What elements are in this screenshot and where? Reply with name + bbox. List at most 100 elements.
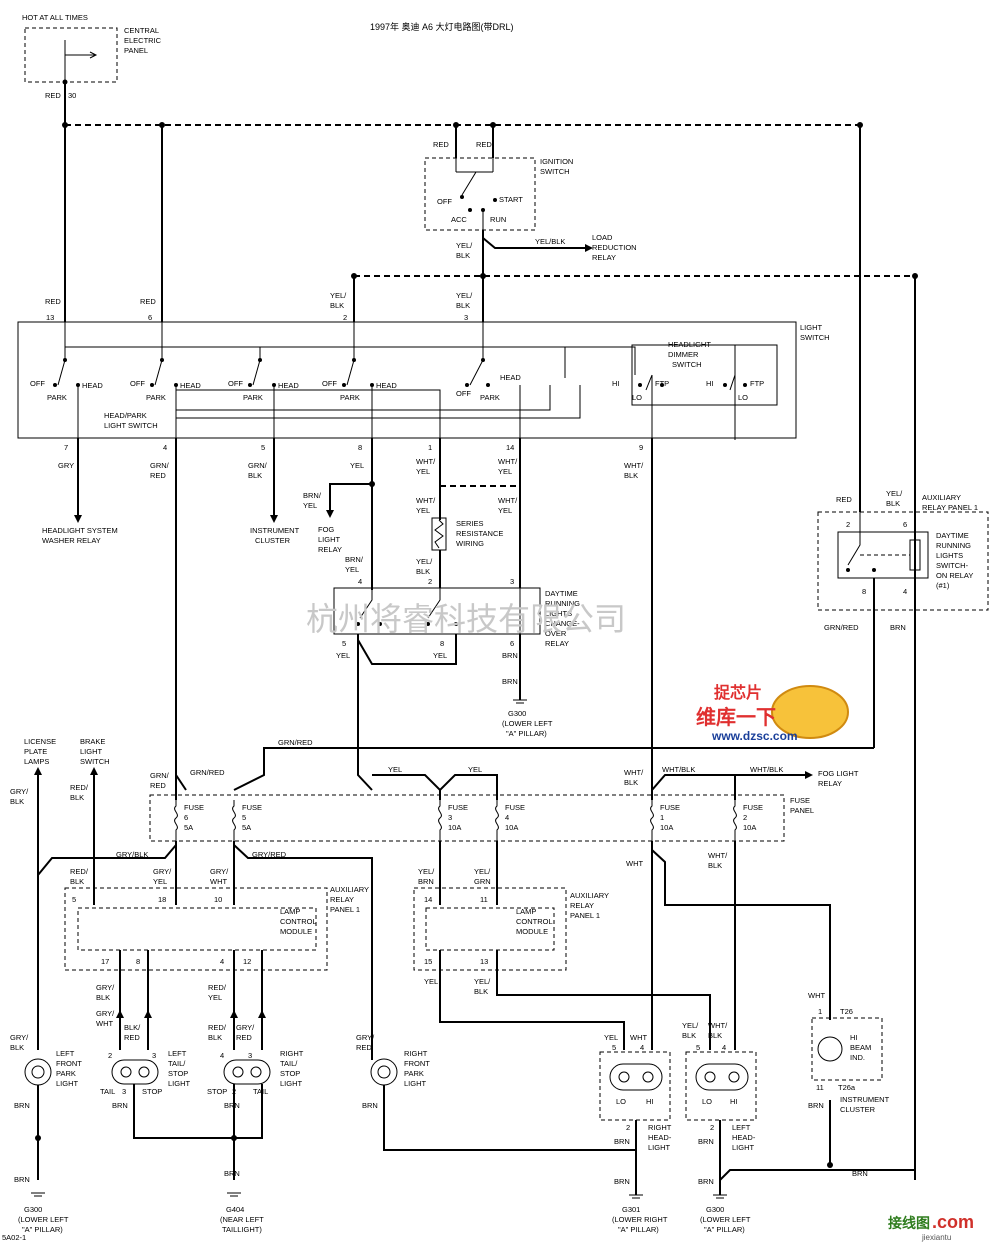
svg-text:WHT: WHT bbox=[808, 991, 825, 1000]
brake-switch-label: BRAKE LIGHT SWITCH bbox=[80, 737, 110, 766]
svg-text:2: 2 bbox=[343, 313, 347, 322]
svg-text:YEL: YEL bbox=[303, 501, 317, 510]
central-panel-label: CENTRAL ELECTRIC PANEL bbox=[124, 26, 162, 55]
svg-text:LIGHT SWITCH: LIGHT SWITCH bbox=[104, 421, 158, 430]
svg-text:4: 4 bbox=[903, 587, 907, 596]
svg-text:YEL: YEL bbox=[468, 765, 482, 774]
svg-text:SWITCH: SWITCH bbox=[80, 757, 110, 766]
svg-text:GRY/: GRY/ bbox=[96, 983, 115, 992]
svg-text:YEL: YEL bbox=[498, 506, 512, 515]
svg-text:OFF: OFF bbox=[30, 379, 45, 388]
fog-light-relay-label-2: FOG LIGHT RELAY bbox=[818, 769, 859, 788]
svg-text:8: 8 bbox=[862, 587, 866, 596]
svg-text:BRN: BRN bbox=[224, 1169, 240, 1178]
svg-text:T26a: T26a bbox=[838, 1083, 856, 1092]
svg-text:(LOWER LEFT: (LOWER LEFT bbox=[18, 1215, 69, 1224]
svg-text:YEL: YEL bbox=[604, 1033, 618, 1042]
svg-text:SWITCH: SWITCH bbox=[672, 360, 702, 369]
svg-text:GRY/: GRY/ bbox=[10, 787, 29, 796]
aux-relay-panel-left-box bbox=[64, 887, 328, 971]
svg-text:BLK: BLK bbox=[886, 499, 900, 508]
ground-g300-right: G300 (LOWER LEFT "A" PILLAR) bbox=[700, 1205, 751, 1234]
svg-text:LIGHT: LIGHT bbox=[168, 1079, 191, 1088]
svg-text:BRN: BRN bbox=[14, 1101, 30, 1110]
svg-text:YEL: YEL bbox=[424, 977, 438, 986]
svg-text:G404: G404 bbox=[226, 1205, 244, 1214]
svg-text:WHT/: WHT/ bbox=[498, 496, 518, 505]
right-front-park-light-label: RIGHT FRONT PARK LIGHT bbox=[404, 1049, 430, 1088]
svg-text:LIGHTS: LIGHTS bbox=[936, 551, 963, 560]
svg-text:BLK: BLK bbox=[70, 877, 84, 886]
aux-relay-panel-right-box bbox=[413, 887, 567, 971]
svg-text:ACC: ACC bbox=[451, 215, 467, 224]
svg-text:BRN: BRN bbox=[112, 1101, 128, 1110]
left-tail-stop-label: LEFT TAIL/ STOP LIGHT bbox=[168, 1049, 191, 1088]
svg-text:BLK: BLK bbox=[96, 993, 110, 1002]
svg-text:CHANGE-: CHANGE- bbox=[545, 619, 580, 628]
svg-text:www.dzsc.com: www.dzsc.com bbox=[711, 729, 798, 743]
svg-text:BRN: BRN bbox=[502, 677, 518, 686]
svg-text:BLK: BLK bbox=[708, 1031, 722, 1040]
aux-relay-panel-top-label: AUXILIARY RELAY PANEL 1 bbox=[922, 493, 978, 512]
svg-text:ON RELAY: ON RELAY bbox=[936, 571, 973, 580]
svg-text:GRN: GRN bbox=[474, 877, 491, 886]
fuse-number: 4 bbox=[505, 813, 509, 822]
series-resistor bbox=[431, 517, 447, 551]
svg-text:5: 5 bbox=[261, 443, 265, 452]
svg-text:RIGHT: RIGHT bbox=[404, 1049, 428, 1058]
svg-text:YEL/: YEL/ bbox=[456, 291, 473, 300]
left-front-park-light-label: LEFT FRONT PARK LIGHT bbox=[56, 1049, 82, 1088]
svg-text:BRN: BRN bbox=[14, 1175, 30, 1184]
svg-text:RELAY: RELAY bbox=[818, 779, 842, 788]
svg-text:WHT/: WHT/ bbox=[624, 768, 644, 777]
svg-text:YEL: YEL bbox=[388, 765, 402, 774]
svg-text:PARK: PARK bbox=[340, 393, 360, 402]
svg-text:GRY: GRY bbox=[58, 461, 74, 470]
svg-text:PARK: PARK bbox=[243, 393, 263, 402]
fuse-number: 2 bbox=[743, 813, 747, 822]
svg-text:HEADLIGHT: HEADLIGHT bbox=[668, 340, 711, 349]
svg-text:GRY/: GRY/ bbox=[236, 1023, 255, 1032]
svg-text:HEAD: HEAD bbox=[500, 373, 521, 382]
svg-text:LIGHT: LIGHT bbox=[318, 535, 341, 544]
svg-text:HI: HI bbox=[706, 379, 714, 388]
svg-text:DAYTIME: DAYTIME bbox=[545, 589, 578, 598]
svg-text:4: 4 bbox=[163, 443, 167, 452]
svg-text:9: 9 bbox=[639, 443, 643, 452]
svg-text:BLK: BLK bbox=[10, 1043, 24, 1052]
svg-text:3: 3 bbox=[510, 577, 514, 586]
watermark: 杭州将睿科技有限公司 bbox=[306, 600, 626, 638]
svg-text:BRN: BRN bbox=[224, 1101, 240, 1110]
ignition-switch-box bbox=[424, 157, 536, 231]
ground-g300-left: G300 (LOWER LEFT "A" PILLAR) bbox=[18, 1205, 69, 1234]
aux-relay-panel-right-label: AUXILIARY RELAY PANEL 1 bbox=[570, 891, 609, 920]
svg-text:RED/: RED/ bbox=[208, 1023, 227, 1032]
fuse-name: FUSE bbox=[660, 803, 680, 812]
svg-text:维库一下: 维库一下 bbox=[696, 705, 776, 729]
svg-text:BRN/: BRN/ bbox=[303, 491, 322, 500]
svg-text:WHT/: WHT/ bbox=[624, 461, 644, 470]
svg-text:RED: RED bbox=[236, 1033, 252, 1042]
svg-text:LIGHT: LIGHT bbox=[648, 1143, 671, 1152]
svg-text:BLK: BLK bbox=[474, 987, 488, 996]
fuse-rating: 10A bbox=[660, 823, 673, 832]
svg-text:4: 4 bbox=[220, 957, 224, 966]
svg-text:LO: LO bbox=[702, 1097, 712, 1106]
svg-text:RESISTANCE: RESISTANCE bbox=[456, 529, 503, 538]
svg-text:LIGHT: LIGHT bbox=[404, 1079, 427, 1088]
svg-text:"A" PILLAR): "A" PILLAR) bbox=[506, 729, 547, 738]
svg-text:LO: LO bbox=[738, 393, 748, 402]
svg-text:BRN/: BRN/ bbox=[345, 555, 364, 564]
svg-text:1: 1 bbox=[428, 443, 432, 452]
svg-text:BRN: BRN bbox=[852, 1169, 868, 1178]
svg-text:RED/: RED/ bbox=[70, 867, 89, 876]
svg-text:GRY/: GRY/ bbox=[10, 1033, 29, 1042]
svg-text:LIGHT: LIGHT bbox=[56, 1079, 79, 1088]
svg-text:LEFT: LEFT bbox=[168, 1049, 187, 1058]
svg-text:5: 5 bbox=[696, 1043, 700, 1052]
fuse-name: FUSE bbox=[505, 803, 525, 812]
fuse-number: 3 bbox=[448, 813, 452, 822]
lamp-control-module-left-label: LAMP CONTROL MODULE bbox=[280, 907, 317, 936]
